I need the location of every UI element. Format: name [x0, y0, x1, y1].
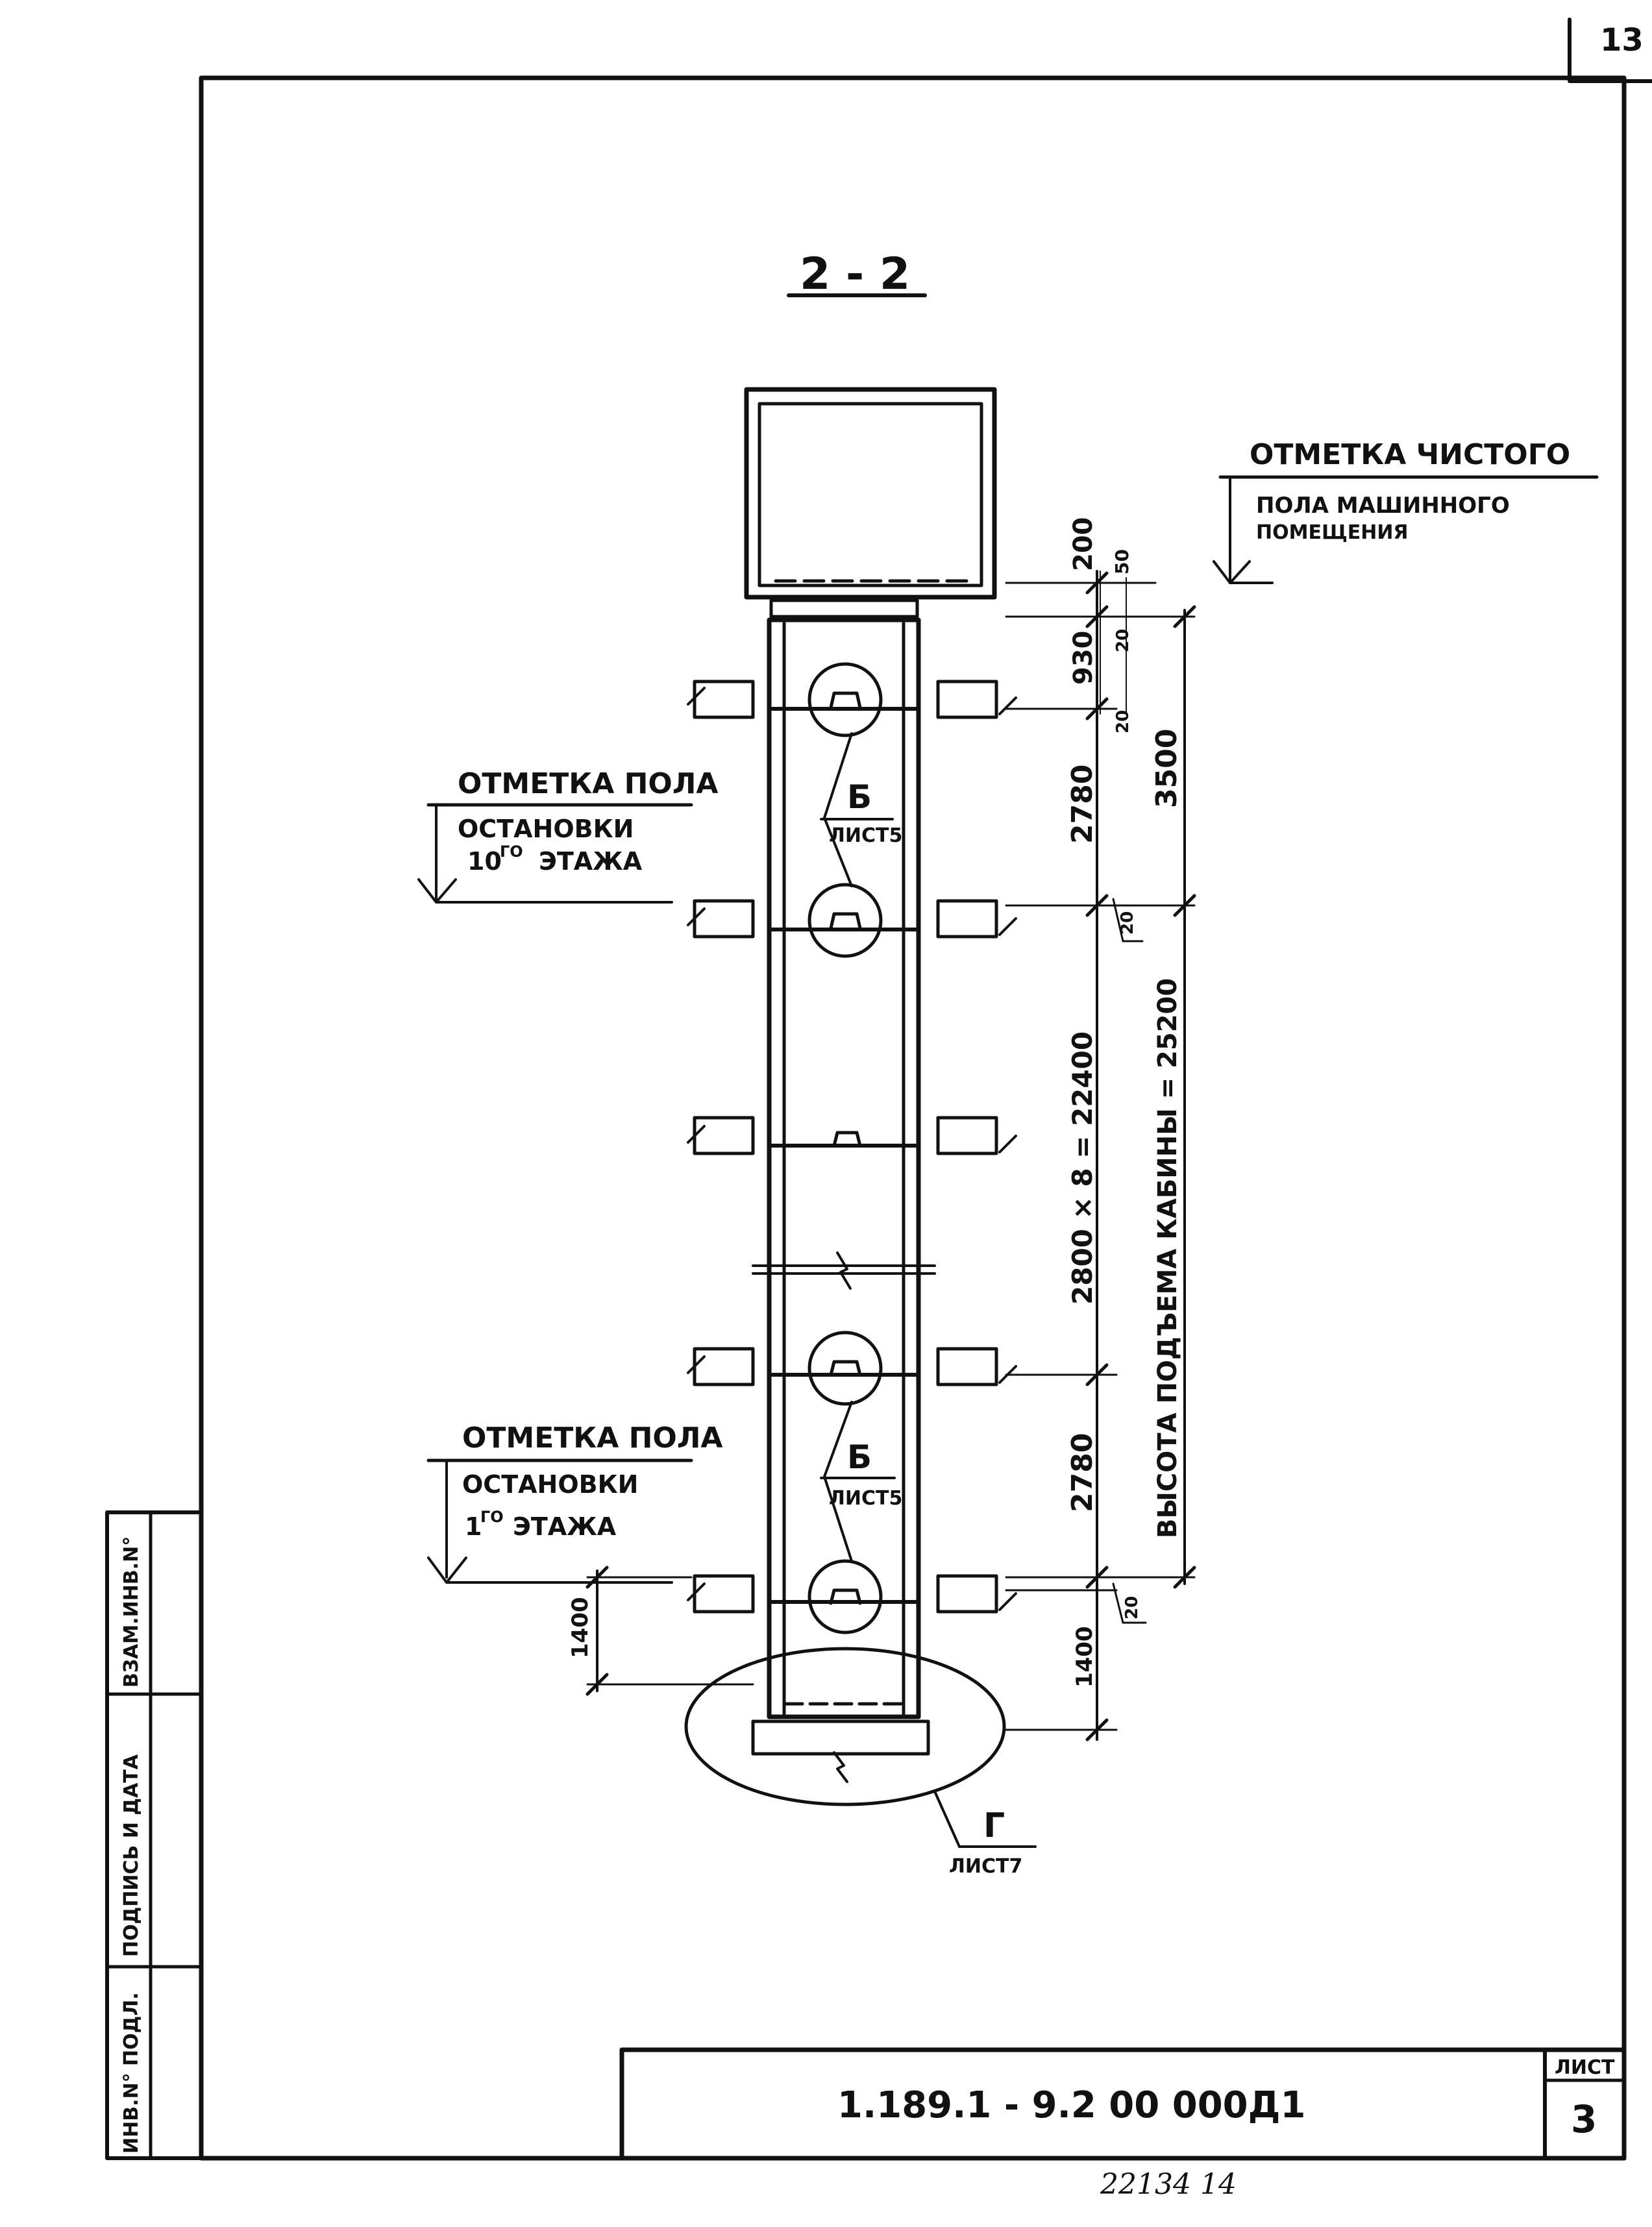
dimension-chains [1005, 570, 1196, 1741]
dim-2780-top: 2780 [1066, 765, 1099, 844]
floor1-suffix: ГО [480, 1508, 504, 1526]
callout-b-top-letter: Б [847, 778, 872, 816]
drawing-code: 1.189.1 - 9.2 00 000Д1 [837, 2084, 1305, 2126]
callout-g-sheet: ЛИСТ7 [949, 1855, 1022, 1878]
dim-2780-bottom: 2780 [1066, 1433, 1099, 1512]
footer-note: 22134 14 [1100, 2168, 1237, 2201]
dim-50: 50 [1111, 549, 1133, 574]
callout-b-bottom-letter: Б [847, 1438, 872, 1476]
dim-25200: ВЫСОТА ПОДЪЕМА КАБИНЫ = 25200 [1153, 978, 1183, 1538]
callout-b-bottom: Б ЛИСТ5 [820, 1401, 902, 1562]
machine-room [744, 387, 997, 619]
dim-22400: 2800 × 8 = 22400 [1066, 1031, 1098, 1305]
level-mark-machine-room: ОТМЕТКА ЧИСТОГО ПОЛА МАШИННОГО ПОМЕЩЕНИЯ [1213, 438, 1599, 584]
floor10-line2: ОСТАНОВКИ [458, 815, 634, 843]
floor10-number: 10 [467, 847, 502, 876]
dimension-left-1400: 1400 [567, 1566, 754, 1696]
dim-20-d: 20 [1122, 1596, 1142, 1619]
section-title: 2 - 2 [787, 249, 927, 300]
machine-room-line3: ПОМЕЩЕНИЯ [1256, 521, 1409, 544]
side-stamp: ИНВ.N° ПОДЛ. ПОДПИСЬ И ДАТА ВЗАМ.ИНВ.N° [105, 1510, 203, 2160]
machine-room-line2: ПОЛА МАШИННОГО [1256, 493, 1510, 519]
floor1-line1: ОТМЕТКА ПОЛА [462, 1421, 722, 1455]
callout-b-bottom-sheet: ЛИСТ5 [829, 1487, 902, 1510]
floor10-suffix: ГО [500, 843, 523, 861]
dim-200: 200 [1068, 517, 1098, 572]
floor1-number: 1 [465, 1512, 482, 1541]
landing-doors [687, 680, 1017, 1614]
dim-1400-right: 1400 [1072, 1626, 1098, 1688]
side-stamp-signature: ПОДПИСЬ И ДАТА [120, 1754, 143, 1957]
dim-3500: 3500 [1150, 729, 1183, 808]
machine-room-line1: ОТМЕТКА ЧИСТОГО [1250, 438, 1570, 471]
elevator-shaft [751, 617, 936, 1783]
level-mark-floor-1: ОТМЕТКА ПОЛА ОСТАНОВКИ 1 ГО ЭТАЖА [426, 1421, 722, 1584]
section-title-text: 2 - 2 [800, 249, 910, 300]
side-stamp-inv: ИНВ.N° ПОДЛ. [120, 1992, 143, 2154]
callout-b-top: Б ЛИСТ5 [820, 732, 902, 887]
page-number: 13 [1600, 22, 1644, 58]
dim-20-a: 20 [1113, 629, 1133, 652]
title-block: 1.189.1 - 9.2 00 000Д1 ЛИСТ 3 [619, 2047, 1627, 2161]
dim-20-b: 20 [1113, 710, 1133, 733]
floor10-line3: ЭТАЖА [539, 847, 643, 876]
sheet-label: ЛИСТ [1555, 2056, 1615, 2079]
dimension-labels: 200 50 20 930 20 3500 2780 20 ВЫСОТА ПОД… [1066, 517, 1183, 1688]
sheet-number: 3 [1571, 2097, 1597, 2141]
side-stamp-replaces: ВЗАМ.ИНВ.N° [120, 1536, 143, 1688]
callout-b-top-sheet: ЛИСТ5 [829, 824, 902, 847]
callout-g-letter: Г [983, 1806, 1005, 1845]
page-number-corner: 13 [1568, 18, 1652, 83]
dim-20-c: 20 [1118, 911, 1137, 935]
dim-930: 930 [1068, 631, 1098, 685]
floor1-line2: ОСТАНОВКИ [462, 1470, 638, 1499]
detail-circles [684, 662, 1006, 1806]
dim-1400-left: 1400 [567, 1597, 593, 1658]
callout-g: Г ЛИСТ7 [933, 1790, 1037, 1878]
floor10-line1: ОТМЕТКА ПОЛА [458, 767, 718, 800]
level-mark-floor-10: ОТМЕТКА ПОЛА ОСТАНОВКИ 10 ГО ЭТАЖА [417, 767, 718, 904]
floor1-line3: ЭТАЖА [513, 1512, 617, 1541]
